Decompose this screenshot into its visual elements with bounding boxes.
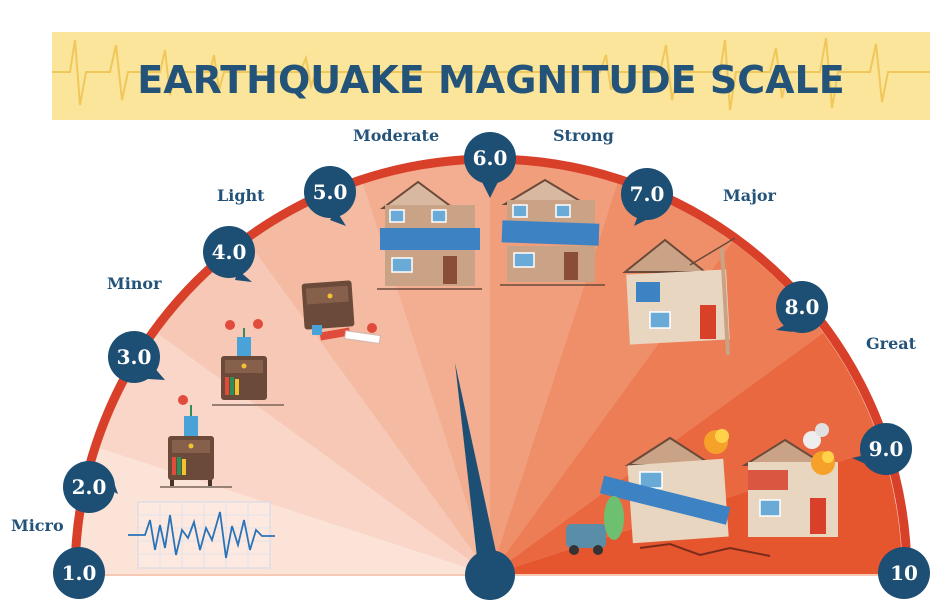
mag-7-marker: 7.0: [621, 168, 673, 226]
mag-8-marker: 8.0: [776, 281, 828, 333]
mag-3-marker: 3.0: [108, 331, 165, 383]
collapsing-house-icon: [622, 237, 736, 356]
mag-7-label: 7.0: [630, 182, 665, 206]
mag-6-label: 6.0: [473, 146, 508, 170]
title-banner: EARTHQUAKE MAGNITUDE SCALE: [52, 32, 930, 120]
calm-nightstand-icon: [160, 395, 232, 488]
seismograph-icon: [128, 501, 275, 569]
mag-5-label: 5.0: [313, 180, 348, 204]
magnitude-needle: [455, 363, 515, 600]
seismic-wave-icon: [52, 37, 930, 111]
mag-9-marker: 9.0: [852, 423, 912, 475]
fan-wedge: [156, 241, 490, 575]
fan-wedge: [490, 241, 824, 575]
category-great: Great: [866, 334, 917, 353]
mag-10-label: 10: [890, 561, 918, 585]
mag-5-marker: 5.0: [304, 166, 356, 226]
category-major: Major: [723, 186, 777, 205]
category-light: Light: [217, 186, 265, 205]
mag-4-marker: 4.0: [203, 226, 255, 282]
page-title: EARTHQUAKE MAGNITUDE SCALE: [137, 58, 844, 102]
destroyed-town-icon: [566, 423, 838, 557]
mag-2-label: 2.0: [72, 475, 107, 499]
category-strong: Strong: [553, 126, 614, 145]
mag-1-marker: 1.0: [53, 547, 105, 599]
mag-2-marker: 2.0: [63, 461, 118, 513]
mag-6-marker: 6.0: [464, 132, 516, 198]
fallen-cabinet-icon: [301, 280, 381, 345]
category-minor: Minor: [107, 274, 162, 293]
fan-wedge: [247, 183, 490, 575]
mag-9-label: 9.0: [869, 437, 904, 461]
fan-wedge: [98, 332, 490, 575]
category-moderate: Moderate: [353, 126, 439, 145]
category-labels: Micro Minor Light Moderate Strong Major …: [11, 126, 917, 535]
category-micro: Micro: [11, 516, 64, 535]
mag-10-marker: 10: [878, 547, 930, 599]
mag-1-label: 1.0: [62, 561, 97, 585]
mag-4-label: 4.0: [212, 240, 247, 264]
damaged-house-icon: [500, 178, 605, 286]
mag-3-label: 3.0: [117, 345, 152, 369]
shaking-nightstand-icon: [212, 319, 284, 406]
mag-8-label: 8.0: [785, 295, 820, 319]
cracked-house-icon: [377, 180, 482, 290]
